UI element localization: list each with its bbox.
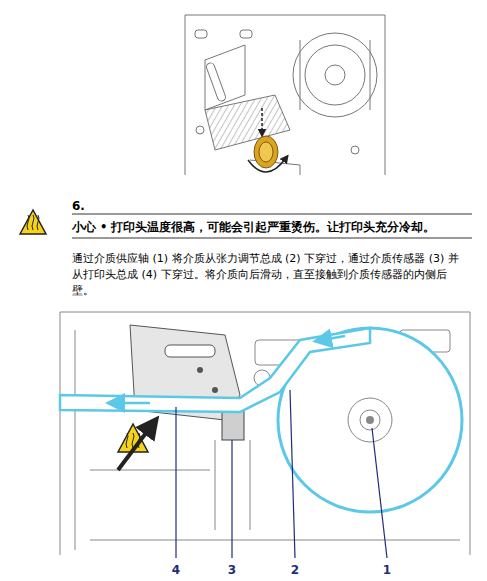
callout-number: 2: [288, 562, 302, 579]
printhead-assembly: [130, 325, 244, 440]
media-path: [60, 328, 370, 412]
media-arrow: [115, 402, 150, 405]
printer-frame: [60, 312, 470, 555]
top-illustration: [185, 15, 385, 175]
callout-number: 3: [225, 562, 239, 579]
instruction-text: 通过介质供应轴 (1) 将介质从张力调节总成 (2) 下穿过，通过介质传感器 (…: [72, 251, 468, 299]
callout-number: 4: [169, 562, 183, 579]
rule: [72, 238, 472, 239]
caution-text: 小心 • 打印头温度很高，可能会引起严重烫伤。让打印头充分冷却。: [72, 219, 435, 235]
step-number: 6.: [72, 198, 102, 215]
tension-knob: [248, 108, 286, 172]
rule: [72, 214, 472, 215]
media-arrow: [322, 336, 345, 340]
callout-number: 1: [380, 562, 394, 579]
leader-lines: [176, 390, 387, 558]
hot-surface-icon: [20, 210, 46, 234]
pointer-arrow: [118, 425, 152, 470]
